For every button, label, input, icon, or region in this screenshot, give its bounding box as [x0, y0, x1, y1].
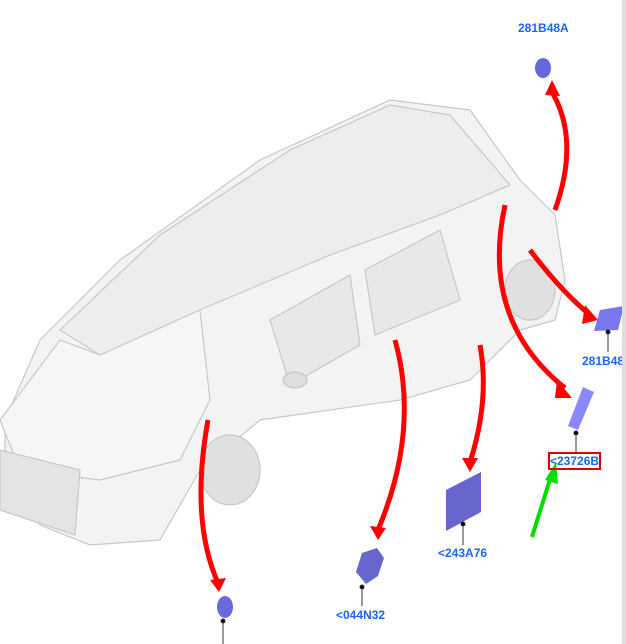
part-label-044N32[interactable]: <044N32: [336, 608, 386, 622]
arrow-044N32: [375, 339, 407, 531]
arrow-243A76: [467, 344, 486, 463]
arrow-281B48A: [549, 90, 570, 211]
arrow-281B48: [528, 248, 592, 317]
scrollbar[interactable]: [622, 0, 626, 644]
part-bottom-shape: [217, 596, 233, 618]
part-label-281B48[interactable]: 281B48: [582, 354, 625, 368]
part-281B48A-shape: [535, 58, 551, 78]
green-pointer-arrow: [530, 462, 558, 538]
vehicle-illustration: [0, 99, 566, 546]
part-label-23726B[interactable]: <23726B: [547, 452, 602, 470]
leader-lines: [220, 329, 611, 644]
arrow-bottom: [198, 419, 221, 585]
part-label-243A76[interactable]: <243A76: [438, 546, 488, 560]
arrow-heads: [210, 80, 598, 592]
part-shapes[interactable]: [217, 58, 624, 618]
part-281B48-shape: [594, 306, 624, 331]
part-23726B-shape: [568, 387, 594, 430]
arrow-23726B: [496, 204, 567, 390]
callout-arrows: [198, 90, 592, 585]
part-label-281B48A[interactable]: 281B48A: [518, 21, 569, 35]
part-243A76-shape: [446, 472, 481, 531]
part-044N32-shape: [356, 548, 384, 584]
